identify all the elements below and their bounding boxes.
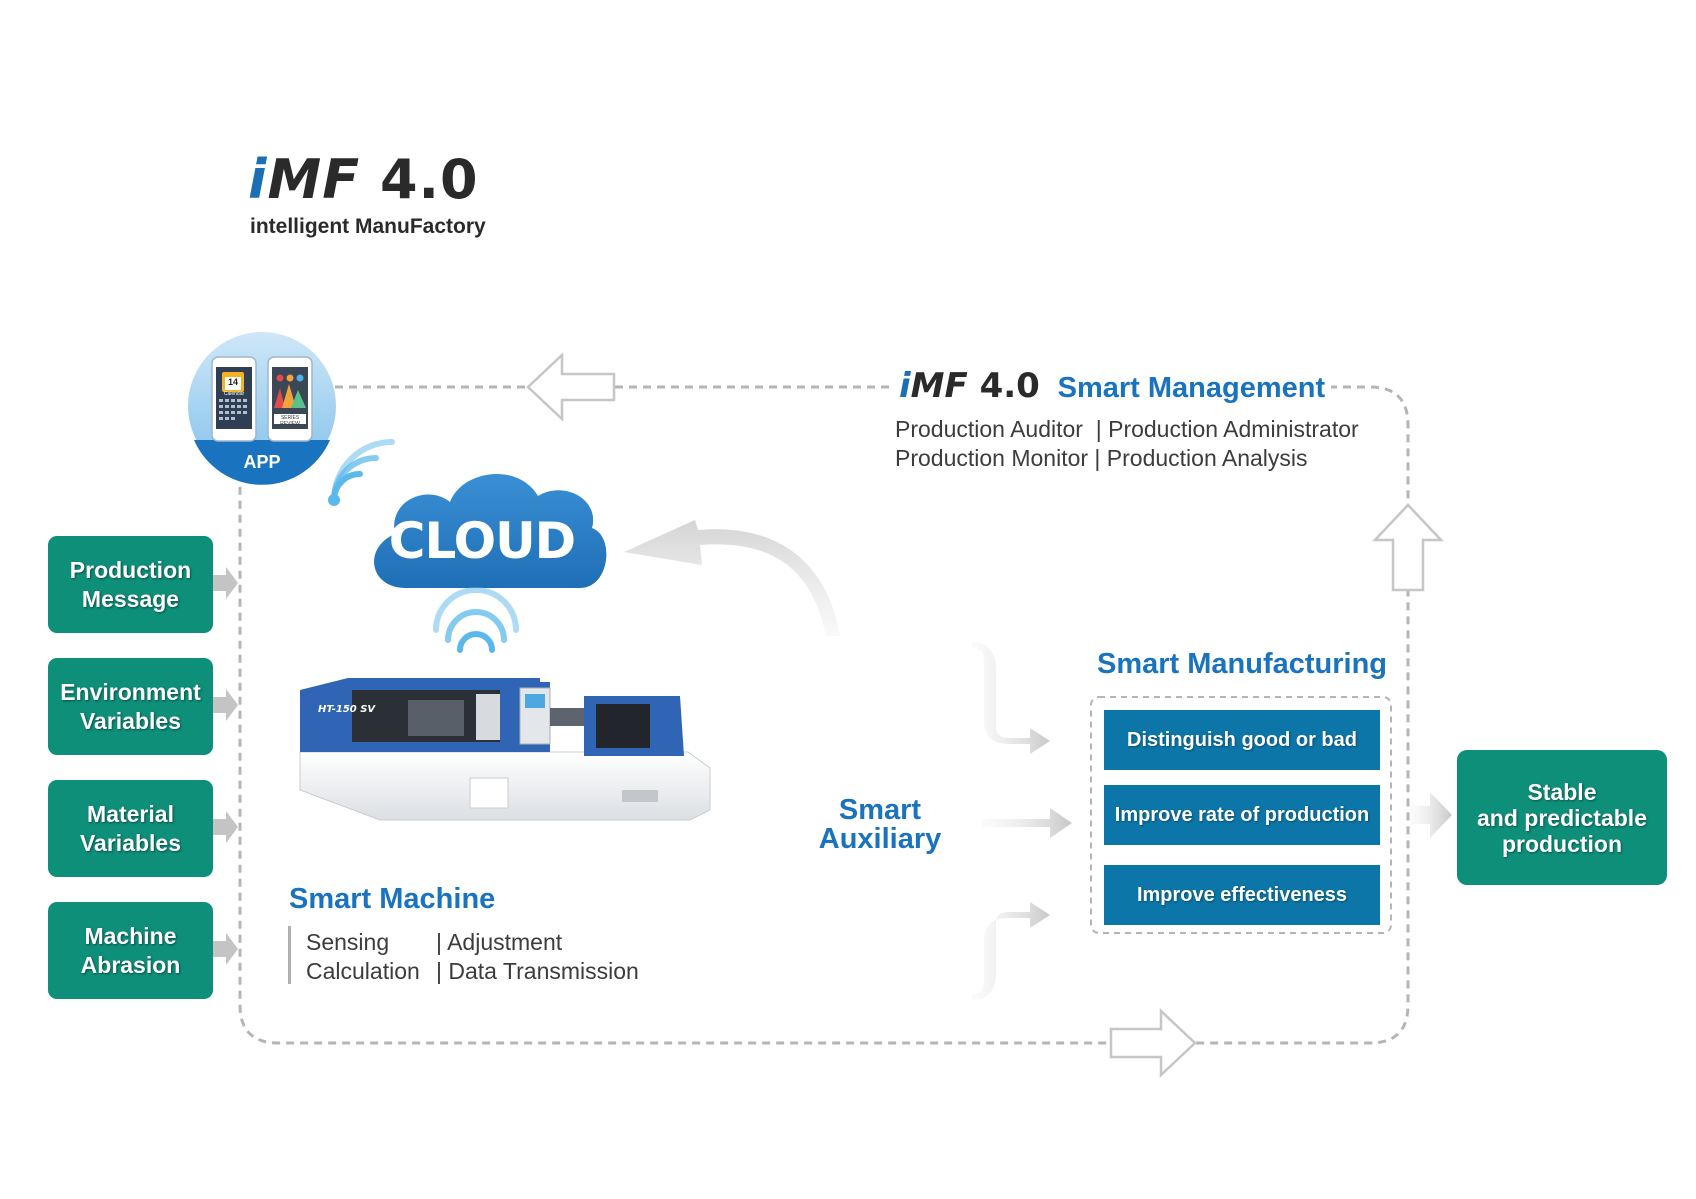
app-badge <box>188 332 336 485</box>
input-label-line1: Machine <box>84 922 177 949</box>
injection-molding-machine: HT-150 SV <box>299 678 711 821</box>
loop-arrow-right <box>1109 1008 1197 1078</box>
logo-version: 4.0 <box>379 148 479 211</box>
output-line1: Stable <box>1527 778 1597 805</box>
smart-management-header: iMF 4.0 Smart Management <box>893 366 1332 406</box>
input-label-line2: Variables <box>79 829 182 856</box>
smart-manufacturing-title: Smart Manufacturing <box>1096 648 1388 680</box>
smart-machine-col1: Sensing Calculation <box>306 928 420 986</box>
smart-machine-title: Smart Machine <box>289 883 496 915</box>
output-line3: production <box>1501 830 1623 857</box>
smart-machine-bar <box>288 926 291 984</box>
input-label-line1: Material <box>87 800 174 827</box>
app-phone-series-title: SERIES REVIEW <box>280 415 300 427</box>
arrow-top-bend <box>972 642 1050 754</box>
sm-logo-version: 4.0 <box>979 366 1040 406</box>
app-label: APP <box>243 452 281 472</box>
input-label-line1: Production <box>69 556 192 583</box>
smart-machine-calculation: Calculation <box>306 958 420 984</box>
smart-auxiliary-label: Smart Auxiliary <box>800 796 960 854</box>
smart-management-title: Smart Management <box>1057 372 1326 404</box>
input-label-line2: Abrasion <box>80 951 181 978</box>
input-connector-arrows <box>213 567 238 965</box>
loop-arrow-up <box>1372 503 1444 592</box>
app-phone-date: 14 <box>227 377 238 387</box>
mfg-item-improve-effectiveness: Improve effectiveness <box>1104 865 1380 925</box>
smart-machine-data-transmission: | Data Transmission <box>436 958 639 984</box>
wifi-signal-machine <box>433 587 519 653</box>
sm-logo-mf: MF <box>910 366 968 406</box>
arrow-to-output <box>1410 792 1452 838</box>
arrow-middle <box>982 808 1072 838</box>
mfg-item-improve-rate: Improve rate of production <box>1104 785 1380 845</box>
input-label-line2: Variables <box>79 707 181 734</box>
smart-machine-sensing: Sensing <box>306 929 390 955</box>
app-phone-calendar-title: Calendar <box>223 391 245 397</box>
loop-dashed-line <box>238 385 1410 1045</box>
input-label-line1: Environment <box>60 678 201 705</box>
sm-logo-i: i <box>899 366 911 406</box>
smart-management-line2: Production Monitor | Production Analysis <box>895 445 1308 471</box>
smart-manufacturing-frame <box>1090 696 1392 934</box>
logo-mf: MF <box>267 148 361 211</box>
input-label-line2: Message <box>81 585 180 612</box>
cloud-label: CLOUD <box>388 512 576 570</box>
arrow-bottom-bend <box>972 902 1050 1000</box>
logo-tagline: intelligent ManuFactory <box>250 215 486 238</box>
mfg-item-distinguish: Distinguish good or bad <box>1104 710 1380 770</box>
smart-auxiliary-line2: Auxiliary <box>818 823 942 855</box>
machine-model-label: HT-150 SV <box>318 704 376 715</box>
smart-machine-adjustment: | Adjustment <box>436 929 563 955</box>
cloud-shape <box>374 473 607 588</box>
output-stable-production: Stable and predictable production <box>1457 750 1667 885</box>
smart-machine-col2: | Adjustment | Data Transmission <box>436 928 639 986</box>
output-line2: and predictable <box>1477 804 1647 831</box>
smart-auxiliary-line1: Smart <box>838 794 922 826</box>
logo-i: i <box>248 148 268 211</box>
curved-arrow-to-cloud <box>624 520 840 636</box>
imf-logo: iMF 4.0 <box>248 150 479 210</box>
smart-management-line1: Production Auditor | Production Administ… <box>895 416 1359 442</box>
loop-arrow-left <box>526 352 616 422</box>
wifi-signal-cloud <box>328 439 395 506</box>
